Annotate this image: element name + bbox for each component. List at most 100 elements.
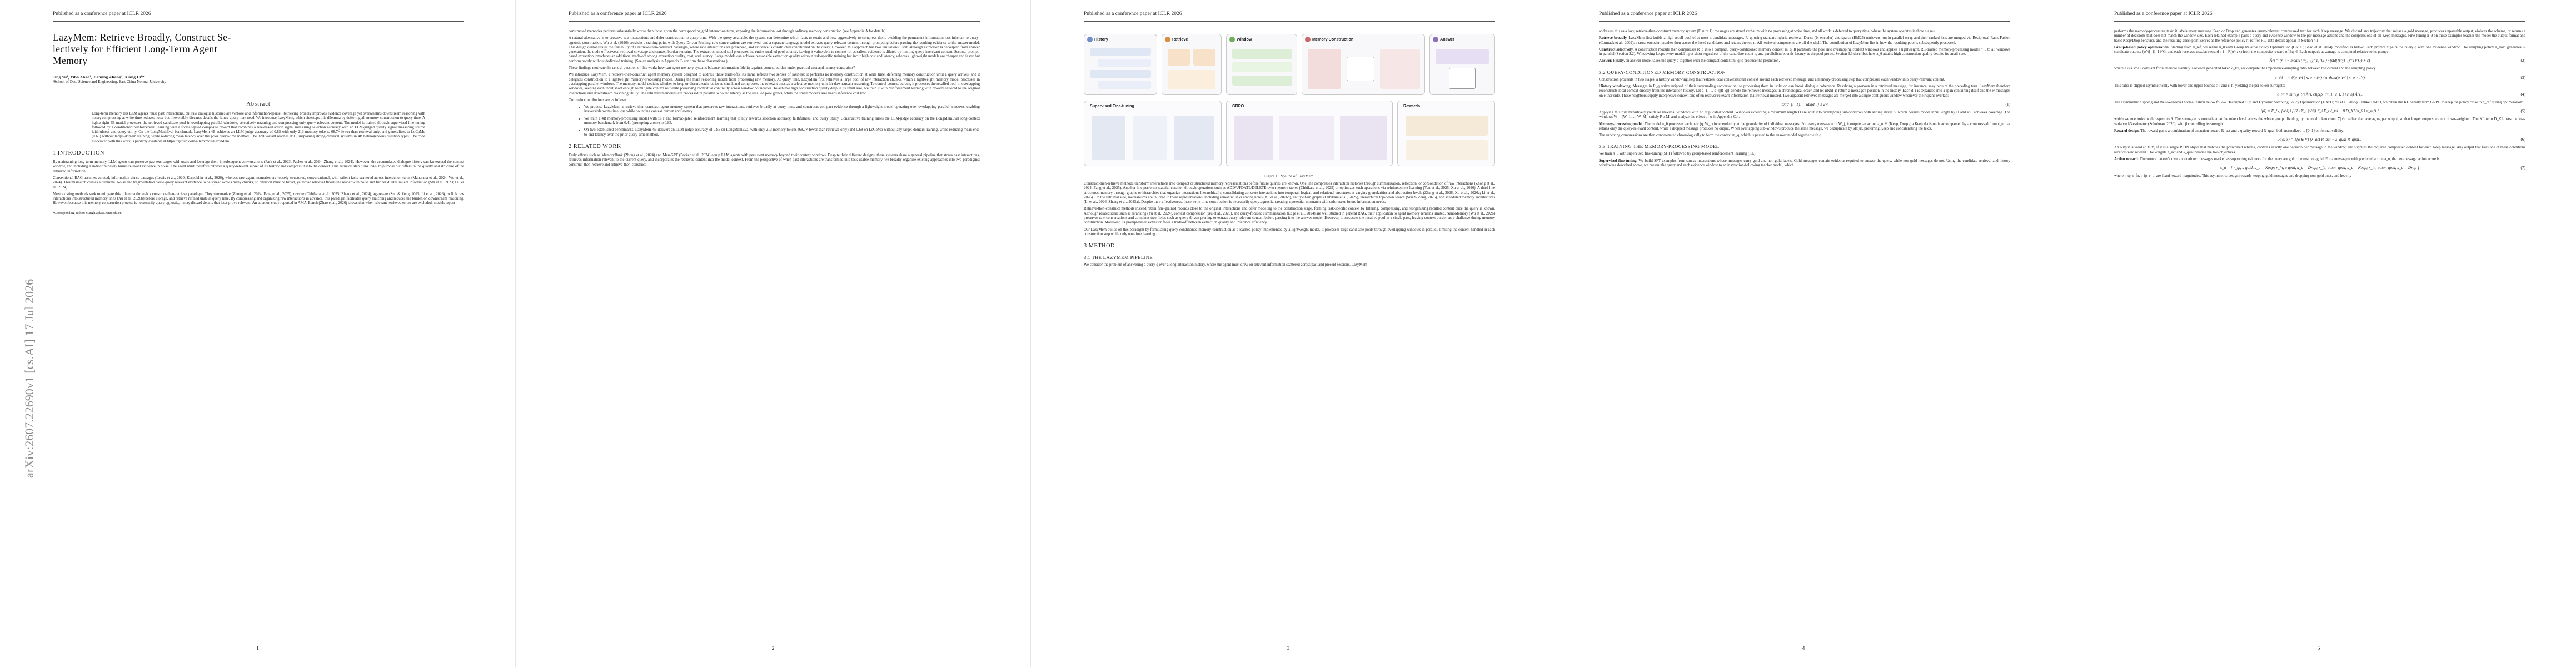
paragraph: Supervised fine-tuning. We build SFT exa… bbox=[1599, 159, 2010, 168]
affiliation: ¹School of Data Science and Engineering,… bbox=[53, 79, 166, 84]
runin-heading: Group-based policy optimization. bbox=[2114, 45, 2170, 49]
runin-heading: History windowing. bbox=[1599, 84, 1632, 89]
running-head: Published as a conference paper at ICLR … bbox=[53, 11, 151, 17]
header-rule bbox=[2114, 21, 2525, 22]
paragraph: where r_tp, r_fn, r_fp, r_tn are fixed r… bbox=[2114, 174, 2351, 178]
page-number: 1 bbox=[256, 646, 259, 651]
page-1: arXiv:2607.22690v1 [cs.AI] 17 Jul 2026 P… bbox=[0, 0, 515, 667]
paragraph-body: LazyMem first builds a high-recall pool … bbox=[1599, 36, 2010, 45]
paragraph: performs the memory-processing task: it … bbox=[2114, 29, 2525, 43]
arxiv-stamp: arXiv:2607.22690v1 [cs.AI] 17 Jul 2026 bbox=[19, 167, 39, 500]
page-5: Published as a conference paper at ICLR … bbox=[2061, 0, 2576, 667]
paragraph: Construct selectively. A construction mo… bbox=[1599, 48, 2010, 57]
action-reward-box bbox=[1406, 116, 1488, 136]
paragraph: These findings motivate the central ques… bbox=[569, 66, 855, 71]
context-box bbox=[1436, 49, 1489, 64]
paragraph: Retrieve-then-construct methods instead … bbox=[1084, 207, 1495, 225]
subsection-3-2-heading: 3.2 Query-Conditioned Memory Constructio… bbox=[1599, 69, 1726, 75]
figure-panel-sft: Supervised Fine-tuning bbox=[1084, 101, 1222, 166]
equation-number: (7) bbox=[2520, 165, 2525, 171]
figure-panel-window: Window bbox=[1226, 34, 1297, 95]
paragraph-body: We build SFT examples from source intera… bbox=[1599, 158, 2010, 168]
window-box bbox=[1232, 62, 1292, 72]
runin-heading: Retrieve broadly. bbox=[1599, 36, 1628, 41]
paragraph: History windowing. Messages in R_q arriv… bbox=[1599, 84, 2010, 98]
list-item: On two established benchmarks, LazyMem-4… bbox=[584, 128, 980, 137]
figure-panel-memory-construction: Memory Construction bbox=[1302, 34, 1425, 95]
subsection-3-1-heading: 3.1 The LazyMem Pipeline bbox=[1084, 255, 1153, 261]
paragraph: which we maximize with respect to θ. The… bbox=[2114, 117, 2525, 126]
paragraph: constructed memories perform substantial… bbox=[569, 29, 886, 33]
teacher-model-box bbox=[1092, 116, 1125, 160]
panel-icon bbox=[1433, 37, 1438, 42]
equation-1: idx(d_{i+1}) − idx(d_i) ≤ 2w.(1) bbox=[1599, 102, 2010, 107]
equation-body: ℓ_t^i = min(ρ_t^i Â^i, clip(ρ_t^i, 1−ε_l… bbox=[2277, 92, 2363, 97]
intro-paragraph-2: Conventional RAG assumes curated, inform… bbox=[53, 176, 464, 190]
chat-bubble bbox=[1090, 48, 1151, 56]
panel-title: Retrieve bbox=[1172, 37, 1188, 42]
equation-body: R(o; x) = 1[o ∈ V] (λ_act R_act + λ_qual… bbox=[2278, 137, 2361, 142]
title-line-1: LazyMem: Retrieve Broadly, Construct Se- bbox=[53, 32, 231, 43]
section-1-heading: 1 Introduction bbox=[53, 150, 105, 157]
header-rule bbox=[53, 21, 464, 22]
retriever-box bbox=[1193, 49, 1215, 66]
paragraph: Early efforts such as MemoryBank (Zhong … bbox=[569, 153, 980, 167]
equation-number: (1) bbox=[2005, 101, 2010, 107]
runin-heading: Construct selectively. bbox=[1599, 47, 1634, 52]
equation-body: Â^i = (r_i − mean({r^j}_{j=1}^G)) / (std… bbox=[2269, 58, 2370, 63]
running-head: Published as a conference paper at ICLR … bbox=[1084, 11, 1182, 17]
paragraph: Retrieve broadly. LazyMem first builds a… bbox=[1599, 36, 2010, 46]
equation-7: s_u = { r_tp, u gold, a_u = Keep; r_fn, … bbox=[2114, 165, 2525, 170]
section-3-heading: 3 Method bbox=[1084, 243, 1115, 250]
robot-model-icon bbox=[1347, 57, 1374, 81]
figure-panel-rewards: Rewards bbox=[1397, 101, 1495, 166]
window-input bbox=[1308, 49, 1341, 89]
panel-title: History bbox=[1094, 37, 1108, 42]
title-line-3: Memory bbox=[53, 55, 88, 66]
equation-3: ρ_t^i = π_θ(o_t^i | x, o_<t^i) / π_θold(… bbox=[2114, 75, 2525, 80]
rollouts-box bbox=[1279, 116, 1334, 160]
paragraph: Construction proceeds in two stages: a h… bbox=[1599, 77, 1945, 82]
header-rule bbox=[569, 21, 980, 22]
footnote: *Corresponding author: xiangli@dase.ecnu… bbox=[53, 211, 122, 215]
equation-number: (5) bbox=[2520, 108, 2525, 114]
paragraph: The asymmetric clipping and the token-le… bbox=[2114, 101, 2523, 105]
paragraph: Memory-processing model. The model π_θ p… bbox=[1599, 122, 2010, 132]
panel-title: Supervised Fine-tuning bbox=[1090, 103, 1134, 108]
page-number: 5 bbox=[2317, 646, 2320, 651]
equation-number: (6) bbox=[2520, 137, 2525, 142]
running-head: Published as a conference paper at ICLR … bbox=[1599, 11, 1697, 17]
page-number: 4 bbox=[1802, 646, 1805, 651]
paragraph: Group-based policy optimization. Startin… bbox=[2114, 46, 2525, 55]
window-box bbox=[1232, 76, 1292, 86]
data-box bbox=[1133, 116, 1167, 160]
paper-title: LazyMem: Retrieve Broadly, Construct Se-… bbox=[53, 32, 464, 67]
subsection-3-3-heading: 3.3 Training the Memory-Processing Model bbox=[1599, 143, 1720, 150]
panel-icon bbox=[1087, 37, 1093, 42]
equation-number: (2) bbox=[2520, 58, 2525, 63]
authors: Jing Yu¹, Yibo Zhao¹, Jiaming Zhang¹, Xi… bbox=[53, 74, 145, 79]
panel-title: Memory Construction bbox=[1312, 37, 1354, 42]
paragraph: A natural alternative is to preserve raw… bbox=[569, 36, 980, 63]
paragraph: Reward design. The reward gains a combin… bbox=[2114, 129, 2525, 133]
intro-paragraph-1: By maintaining long-term memory, LLM age… bbox=[53, 160, 464, 173]
section-2-heading: 2 Related Work bbox=[569, 143, 621, 150]
paragraph: Our main contributions are as follows. bbox=[569, 98, 628, 102]
header-rule bbox=[1599, 21, 2010, 22]
paragraph: Answer. Finally, an answer model takes t… bbox=[1599, 59, 2010, 63]
advantage-box bbox=[1340, 116, 1387, 160]
paragraph: where ε is a small constant for numerica… bbox=[2114, 67, 2377, 71]
equation-4: ℓ_t^i = min(ρ_t^i Â^i, clip(ρ_t^i, 1−ε_l… bbox=[2114, 92, 2525, 97]
figure-panel-answer: Answer bbox=[1429, 34, 1495, 95]
chat-bubble bbox=[1090, 70, 1151, 78]
equation-6: R(o; x) = 1[o ∈ V] (λ_act R_act + λ_qual… bbox=[2114, 137, 2525, 142]
paragraph-body: Starting from π_ref, we refine π_θ with … bbox=[2114, 45, 2525, 54]
panel-icon bbox=[1165, 37, 1170, 42]
page-number: 3 bbox=[1287, 646, 1290, 651]
figure-panel-grpo: GRPO bbox=[1226, 101, 1393, 166]
intro-paragraph-3: Most existing methods seek to mitigate t… bbox=[53, 192, 464, 206]
header-rule bbox=[1084, 21, 1495, 22]
paragraph: We consider the problem of answering a q… bbox=[1084, 263, 1367, 267]
title-line-2: lectively for Efficient Long-Term Agent bbox=[53, 43, 217, 54]
paragraph: Action reward. The source dataset's own … bbox=[2114, 157, 2525, 162]
